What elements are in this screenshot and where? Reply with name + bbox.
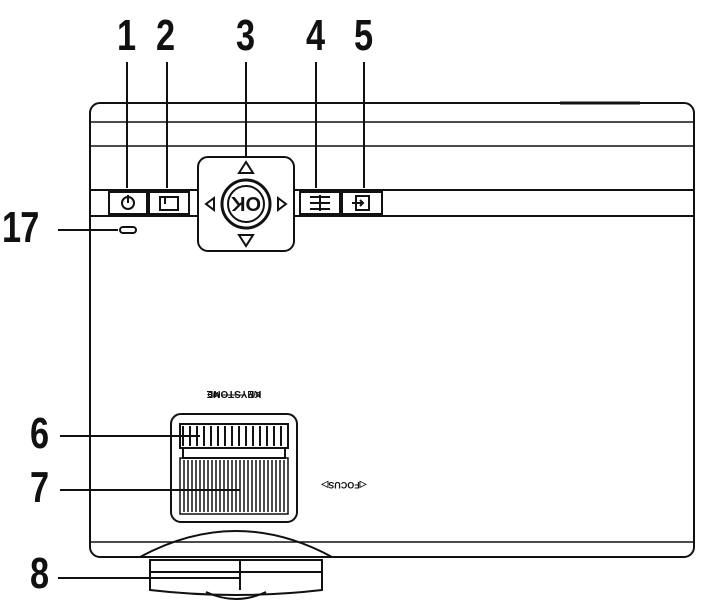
callout-6: 6 <box>30 409 49 458</box>
keystone-label: KEYSTONE <box>206 388 261 399</box>
menu-button[interactable] <box>299 191 341 215</box>
keystone-sub-right: M/D <box>208 390 221 397</box>
callout-2: 2 <box>156 11 175 60</box>
focus-wheel[interactable] <box>179 457 289 515</box>
ok-label: OK <box>230 192 261 214</box>
callout-1: 1 <box>117 11 136 60</box>
arrow-right-icon <box>277 196 288 212</box>
arrow-up-icon <box>237 160 255 174</box>
callout-17: 17 <box>2 203 39 252</box>
keystone-wheel[interactable] <box>170 413 298 523</box>
navigation-pad[interactable] <box>197 156 295 252</box>
callout-3: 3 <box>236 11 255 60</box>
callout-7: 7 <box>30 463 49 512</box>
source-button[interactable] <box>148 191 190 215</box>
input-button[interactable] <box>341 191 383 215</box>
ok-button <box>220 178 272 230</box>
focus-label: ◁FOCUS▷ <box>320 480 367 490</box>
power-button[interactable] <box>108 191 148 215</box>
control-strip <box>89 189 695 217</box>
arrow-left-icon <box>204 196 215 212</box>
callout-5: 5 <box>354 11 373 60</box>
keystone-sub-left: D/M <box>247 390 260 397</box>
arrow-down-icon <box>237 234 255 248</box>
callout-4: 4 <box>306 11 325 60</box>
lens-assembly <box>139 530 333 600</box>
status-led <box>119 226 137 234</box>
projector-body <box>89 101 695 558</box>
callout-8: 8 <box>30 549 49 598</box>
leader-lines <box>58 62 365 579</box>
